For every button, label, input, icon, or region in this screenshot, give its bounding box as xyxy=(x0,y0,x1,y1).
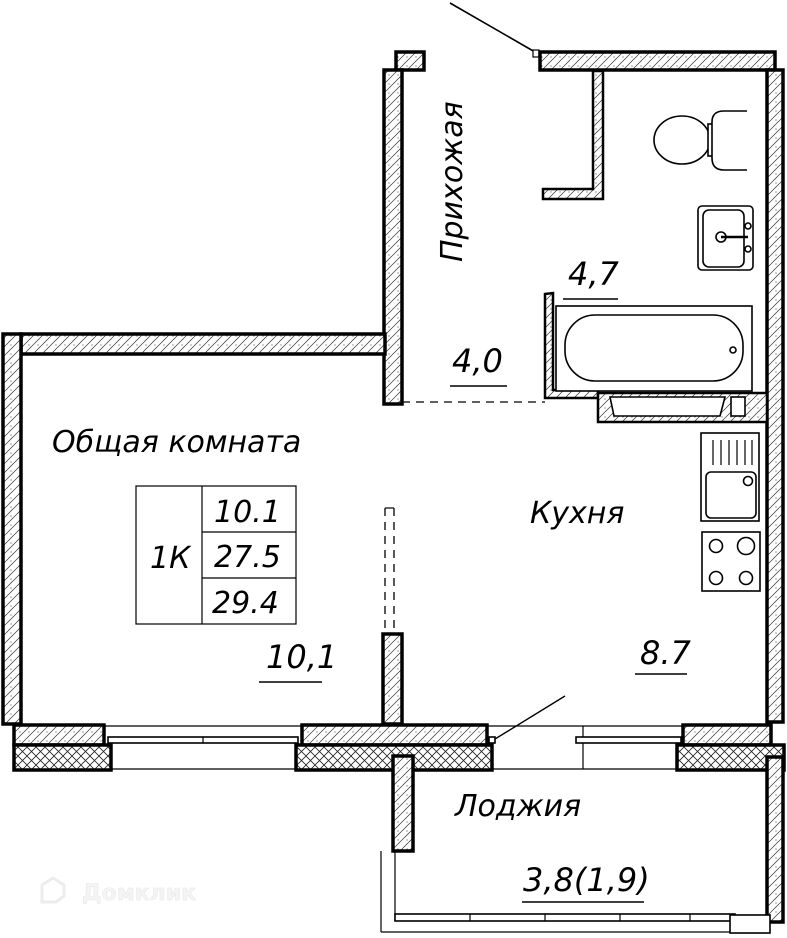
summary-table xyxy=(135,485,297,625)
room-name-loggia: Лоджия xyxy=(454,789,581,824)
wall-left-outer xyxy=(1,332,23,726)
wall-right-outer xyxy=(765,68,785,724)
window-kitchen xyxy=(487,725,683,770)
room-area-loggia: 3,8(1,9) xyxy=(523,861,650,899)
wall-living-top xyxy=(19,332,387,356)
entrance-door-hinge xyxy=(532,49,540,58)
wall-top-bathroom xyxy=(538,50,777,72)
window-living xyxy=(104,725,302,770)
ventilation-duct xyxy=(609,396,727,417)
room-area-bathroom: 4,7 xyxy=(568,255,620,293)
wall-loggia-right xyxy=(765,755,785,924)
entrance-door-swing xyxy=(449,2,536,53)
balcony-door-swing xyxy=(494,695,566,740)
wall-hallway-left xyxy=(382,68,404,406)
wall-hallway-top-left xyxy=(394,50,426,72)
kitchen-sink-icon xyxy=(700,432,760,522)
total-with-loggia-value: 29.4 xyxy=(212,586,279,621)
room-name-kitchen: Кухня xyxy=(530,496,624,531)
wall-bathroom-partition xyxy=(541,69,605,201)
room-area-kitchen: 8.7 xyxy=(640,634,692,672)
toilet-icon xyxy=(653,110,747,171)
washbasin-icon xyxy=(697,205,754,271)
wall-bottom-mid xyxy=(300,723,489,747)
ventilation-shaft xyxy=(730,396,746,417)
room-area-living: 10,1 xyxy=(266,638,337,676)
wall-loggia-left xyxy=(391,754,415,853)
insulation-bottom-left xyxy=(12,743,113,772)
wall-living-kitchen-stub xyxy=(381,632,404,726)
total-area-value: 27.5 xyxy=(214,540,281,575)
wall-bottom-right xyxy=(681,723,773,747)
room-area-hallway: 4,0 xyxy=(452,342,503,380)
watermark-text: Домклик xyxy=(82,881,196,906)
wall-bottom-left xyxy=(12,723,106,747)
bathtub-icon xyxy=(555,305,753,392)
living-area-value: 10.1 xyxy=(214,495,281,530)
apartment-type: 1К xyxy=(150,541,192,576)
room-name-hallway: Прихожая xyxy=(435,101,470,262)
house-logo-icon xyxy=(40,876,66,904)
stove-icon xyxy=(701,531,761,592)
loggia-glazing xyxy=(380,851,771,934)
room-name-living: Общая комната xyxy=(52,425,301,460)
